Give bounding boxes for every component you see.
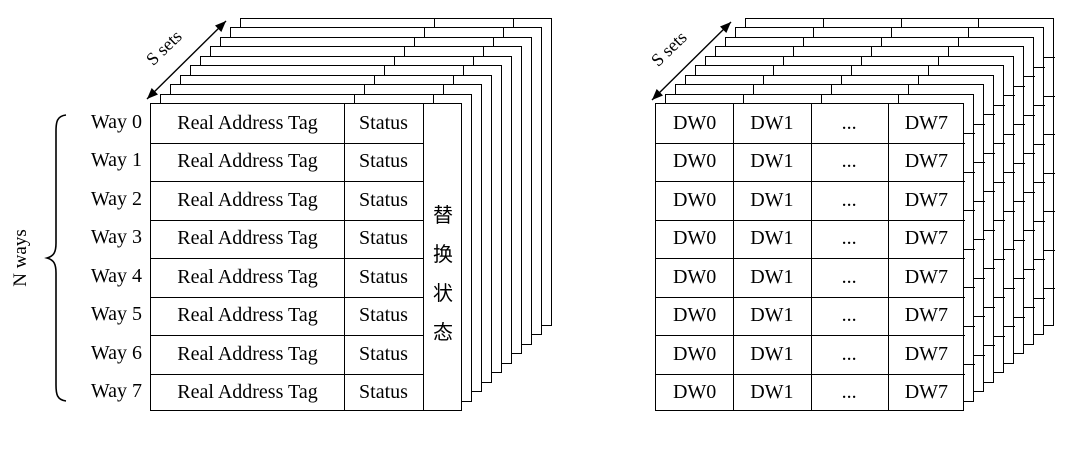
- table-cell: DW1: [750, 265, 794, 288]
- column-divider-line: [810, 104, 812, 410]
- table-cell: Real Address Tag: [177, 150, 318, 173]
- way-label: Way 1: [90, 149, 142, 172]
- table-cell: DW0: [672, 227, 717, 250]
- table-cell: ...: [841, 381, 857, 404]
- table-cell: ...: [841, 342, 857, 365]
- row-divider-line: [151, 181, 423, 182]
- table-cell: DW1: [750, 342, 794, 365]
- way-label: Way 7: [90, 380, 142, 403]
- column-divider-line: [344, 104, 345, 410]
- table-cell: DW1: [750, 304, 794, 327]
- table-cell: DW1: [750, 111, 794, 134]
- table-cell: DW7: [904, 227, 949, 250]
- way-label: Way 6: [90, 341, 142, 364]
- row-divider-line: [151, 142, 423, 144]
- row-divider-line: [151, 219, 423, 221]
- table-cell: ...: [841, 265, 857, 288]
- left-s-sets-label: S sets: [142, 26, 186, 69]
- table-cell: DW7: [904, 342, 949, 365]
- replace-status-char: 替: [433, 204, 453, 227]
- table-cell: DW0: [672, 304, 717, 327]
- table-cell: Real Address Tag: [177, 111, 318, 134]
- table-cell: ...: [841, 188, 857, 211]
- replace-status-char: 态: [433, 321, 453, 344]
- table-cell: Status: [359, 188, 408, 211]
- way-label: Way 2: [90, 187, 142, 210]
- table-cell: ...: [841, 304, 857, 327]
- table-cell: Real Address Tag: [177, 381, 318, 404]
- n-ways-label: N ways: [10, 229, 31, 287]
- row-divider-line: [151, 335, 423, 336]
- column-divider-line: [733, 104, 735, 410]
- right-s-sets-label: S sets: [647, 27, 691, 70]
- way-label: Way 4: [90, 264, 142, 287]
- table-cell: Real Address Tag: [177, 188, 318, 211]
- table-cell: DW7: [904, 188, 949, 211]
- table-cell: DW0: [672, 150, 717, 173]
- row-divider-line: [656, 142, 965, 144]
- table-cell: DW7: [904, 381, 949, 404]
- replace-status-char: 换: [433, 243, 453, 266]
- table-cell: DW0: [672, 342, 717, 365]
- row-divider-line: [656, 219, 965, 221]
- table-cell: Status: [359, 342, 408, 365]
- table-cell: DW0: [672, 188, 717, 211]
- table-cell: Status: [359, 381, 408, 404]
- way-label: Way 3: [90, 226, 142, 249]
- table-cell: Status: [359, 111, 408, 134]
- row-divider-line: [656, 181, 965, 182]
- table-cell: DW7: [904, 304, 949, 327]
- table-cell: Real Address Tag: [177, 265, 318, 288]
- table-cell: DW1: [750, 381, 794, 404]
- table-cell: DW1: [750, 188, 794, 211]
- table-cell: Real Address Tag: [177, 342, 318, 365]
- table-cell: DW1: [750, 150, 794, 173]
- table-cell: DW7: [904, 150, 949, 173]
- table-cell: DW1: [750, 227, 794, 250]
- row-divider-line: [656, 258, 965, 259]
- column-divider-line: [423, 104, 424, 410]
- row-divider-line: [656, 296, 965, 298]
- table-cell: DW7: [904, 111, 949, 134]
- replace-status-cell: 替换状态: [423, 122, 463, 427]
- table-cell: DW0: [672, 381, 717, 404]
- table-cell: DW0: [672, 111, 717, 134]
- way-label: Way 5: [90, 303, 142, 326]
- table-cell: DW0: [672, 265, 717, 288]
- table-cell: Status: [359, 150, 408, 173]
- row-divider-line: [656, 373, 965, 375]
- table-cell: Status: [359, 265, 408, 288]
- table-cell: DW7: [904, 265, 949, 288]
- replace-status-char: 状: [433, 282, 453, 305]
- table-cell: Real Address Tag: [177, 304, 318, 327]
- way-label: Way 0: [90, 110, 142, 133]
- table-cell: Real Address Tag: [177, 227, 318, 250]
- row-divider-line: [151, 258, 423, 259]
- row-divider-line: [151, 296, 423, 298]
- row-divider-line: [656, 335, 965, 336]
- table-cell: ...: [841, 150, 857, 173]
- column-divider-line: [887, 104, 889, 410]
- table-cell: Status: [359, 304, 408, 327]
- row-divider-line: [151, 373, 423, 375]
- table-cell: ...: [841, 111, 857, 134]
- table-cell: ...: [841, 227, 857, 250]
- table-cell: Status: [359, 227, 408, 250]
